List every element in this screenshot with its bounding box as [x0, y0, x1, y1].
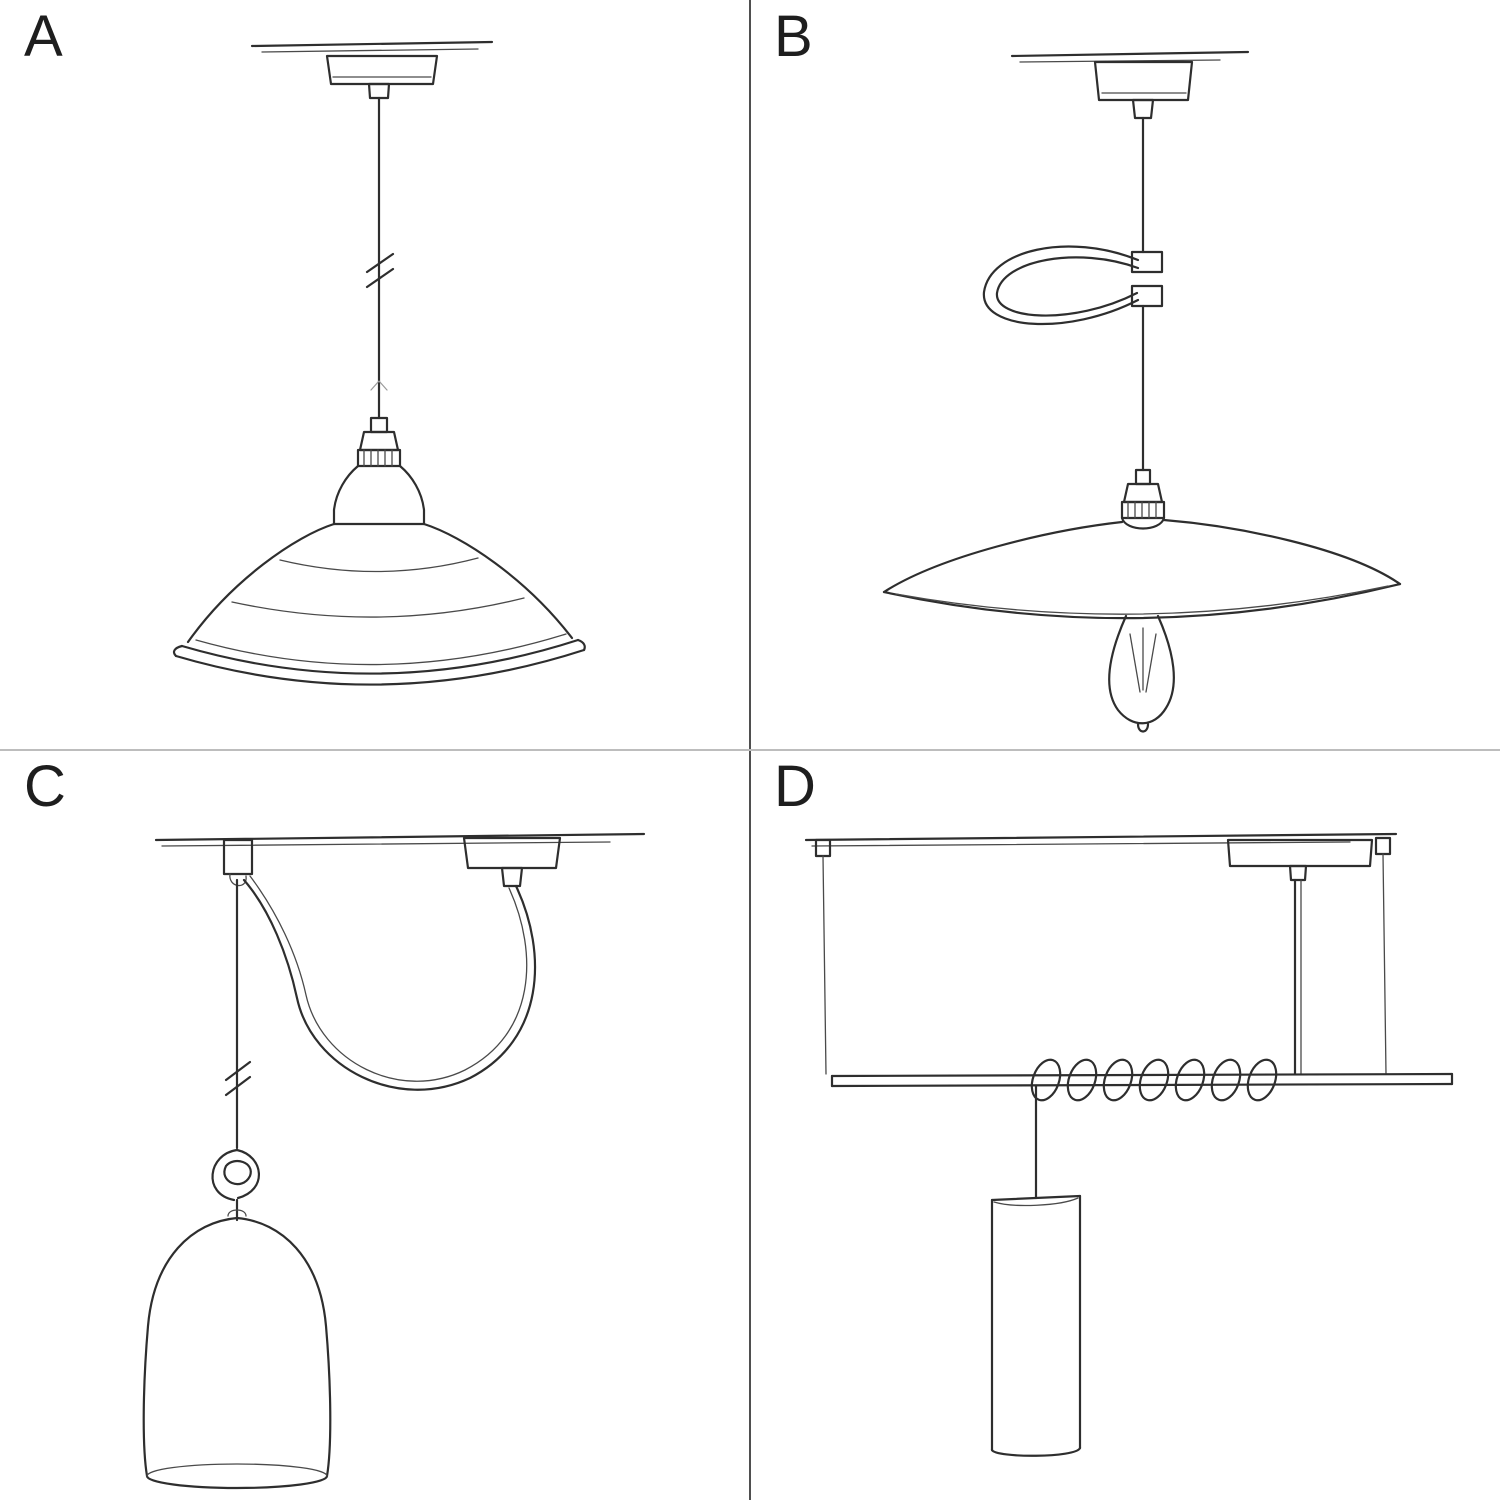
- ceiling-line: [804, 832, 1398, 847]
- panel-a: A: [0, 0, 750, 750]
- ceiling-hook: [222, 838, 254, 887]
- sketch-bar-suspension-pendant: [804, 832, 1454, 1457]
- suspension-wires: [814, 836, 1392, 1075]
- ceiling-rose: [1093, 60, 1194, 120]
- sketch-swag-pendant: [142, 832, 646, 1490]
- sketch-straight-pendant: [172, 40, 586, 686]
- horizontal-divider: [0, 749, 1500, 751]
- ceiling-line: [250, 40, 494, 53]
- center-drop-rod: [1293, 878, 1302, 1076]
- cable-coil: [1030, 1058, 1278, 1102]
- panel-d-label: D: [774, 754, 817, 819]
- ceiling-line: [1010, 50, 1250, 63]
- panel-b-label: B: [774, 4, 814, 69]
- industrial-shade: [172, 522, 586, 686]
- cable-break-mark: [365, 252, 395, 391]
- ceiling-rose: [325, 54, 439, 100]
- panel-c: C: [0, 750, 750, 1500]
- panel-d: D: [750, 750, 1500, 1500]
- bell-shade: [142, 1209, 332, 1490]
- sketch-cable-tie-pendant: [882, 50, 1402, 733]
- panel-c-label: C: [24, 754, 67, 819]
- ceiling-rose: [462, 836, 562, 888]
- lamp-holder: [332, 416, 426, 526]
- cable-break-mark: [224, 1060, 252, 1097]
- tube-shade: [990, 1194, 1082, 1457]
- light-bulb: [1108, 614, 1175, 733]
- cable-tie-loop: [982, 245, 1164, 326]
- panel-a-label: A: [24, 4, 64, 69]
- ceiling-rose: [1226, 838, 1374, 882]
- lamp-holder: [1120, 468, 1166, 530]
- swag-cable: [242, 875, 537, 1091]
- flat-plate-shade: [882, 518, 1402, 620]
- panel-b: B: [750, 0, 1500, 750]
